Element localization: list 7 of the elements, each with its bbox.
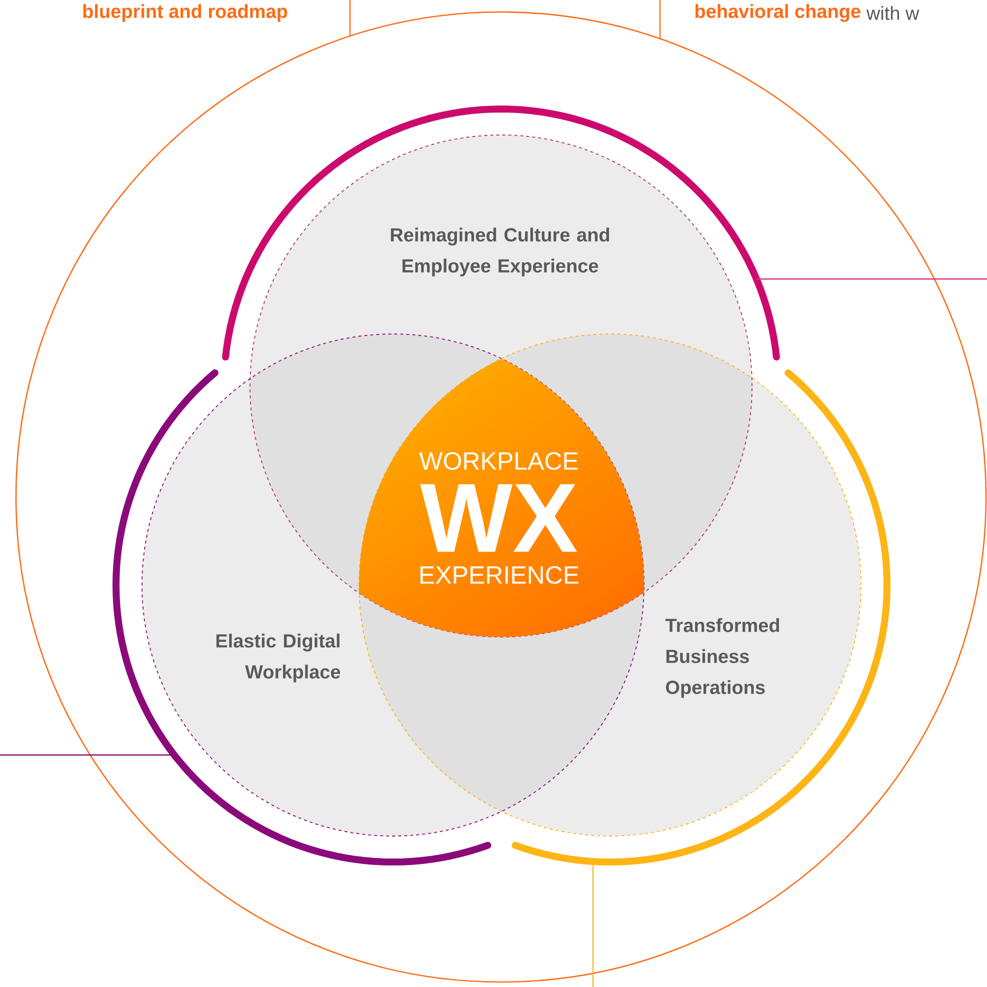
leader-line [659, 0, 661, 39]
leader-line [349, 0, 351, 36]
leader-line [756, 278, 987, 280]
top-label: with w [866, 6, 920, 20]
center-lens: WORKPLACE WX EXPERIENCE [419, 452, 578, 584]
top-label: blueprint and roadmap [83, 4, 288, 22]
top-label: behavioral change [695, 4, 860, 22]
